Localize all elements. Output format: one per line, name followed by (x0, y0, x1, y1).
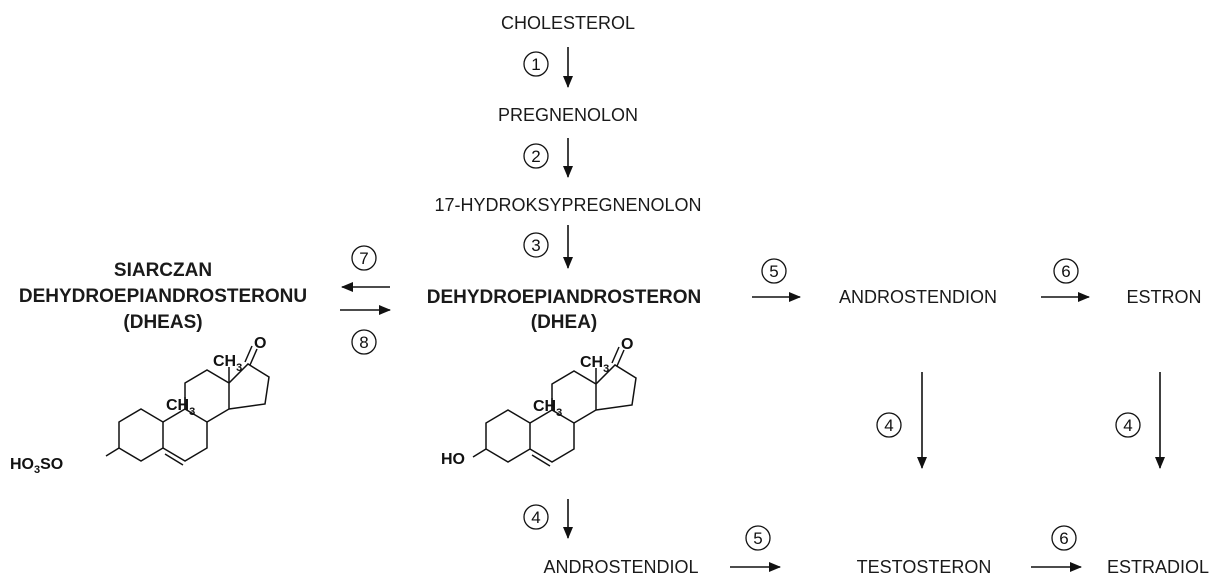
enzyme-6-circle-top: 6 (1053, 258, 1079, 284)
svg-text:8: 8 (359, 333, 368, 352)
svg-text:5: 5 (769, 262, 778, 281)
enzyme-4-circle-estron: 4 (1115, 412, 1141, 438)
enzyme-7-circle: 7 (351, 245, 377, 271)
svg-text:CH3: CH3 (166, 397, 195, 418)
enzyme-2-circle: 2 (523, 143, 549, 169)
dhea-structure: O CH3 CH3 HO (441, 336, 637, 468)
svg-text:O: O (254, 335, 266, 352)
svg-text:7: 7 (359, 249, 368, 268)
svg-text:CH3: CH3 (580, 354, 609, 375)
enzyme-5-circle-top: 5 (761, 258, 787, 284)
compound-androstendiol: ANDROSTENDIOL (543, 557, 698, 577)
enzyme-4-circle-dhea: 4 (523, 504, 549, 530)
svg-text:2: 2 (531, 147, 540, 166)
compound-pregnenolon: PREGNENOLON (498, 105, 638, 125)
compound-dhea-abbrev: (DHEA) (531, 312, 598, 333)
compound-estron: ESTRON (1126, 287, 1201, 307)
compound-estradiol: ESTRADIOL (1107, 557, 1209, 577)
compound-androstendion: ANDROSTENDION (839, 287, 997, 307)
compound-17-hydroxypregnenolon: 17-HYDROKSYPREGNENOLON (434, 195, 701, 215)
svg-text:CH3: CH3 (533, 398, 562, 419)
svg-text:O: O (621, 336, 633, 353)
svg-text:4: 4 (531, 508, 540, 527)
compound-dhea-name: DEHYDROEPIANDROSTERON (427, 287, 701, 308)
compound-dheas-line1: SIARCZAN (114, 260, 212, 281)
enzyme-8-circle: 8 (351, 329, 377, 355)
svg-text:6: 6 (1059, 529, 1068, 548)
svg-text:4: 4 (1123, 416, 1132, 435)
enzyme-6-circle-bottom: 6 (1051, 525, 1077, 551)
svg-text:HO3SO: HO3SO (10, 456, 63, 476)
compound-dheas-line2: DEHYDROEPIANDROSTERONU (19, 286, 307, 307)
svg-text:3: 3 (531, 236, 540, 255)
compound-cholesterol: CHOLESTEROL (501, 13, 635, 33)
svg-text:1: 1 (531, 55, 540, 74)
svg-text:5: 5 (753, 529, 762, 548)
svg-text:6: 6 (1061, 262, 1070, 281)
compound-dheas-abbrev: (DHEAS) (123, 312, 202, 333)
svg-text:4: 4 (884, 416, 893, 435)
svg-text:HO: HO (441, 451, 465, 468)
dheas-structure: O CH3 CH3 HO3SO (10, 335, 270, 476)
enzyme-3-circle: 3 (523, 232, 549, 258)
compound-testosteron: TESTOSTERON (857, 557, 992, 577)
enzyme-5-circle-bottom: 5 (745, 525, 771, 551)
enzyme-1-circle: 1 (523, 51, 549, 77)
svg-text:CH3: CH3 (213, 353, 242, 374)
enzyme-4-circle-androstendion: 4 (876, 412, 902, 438)
